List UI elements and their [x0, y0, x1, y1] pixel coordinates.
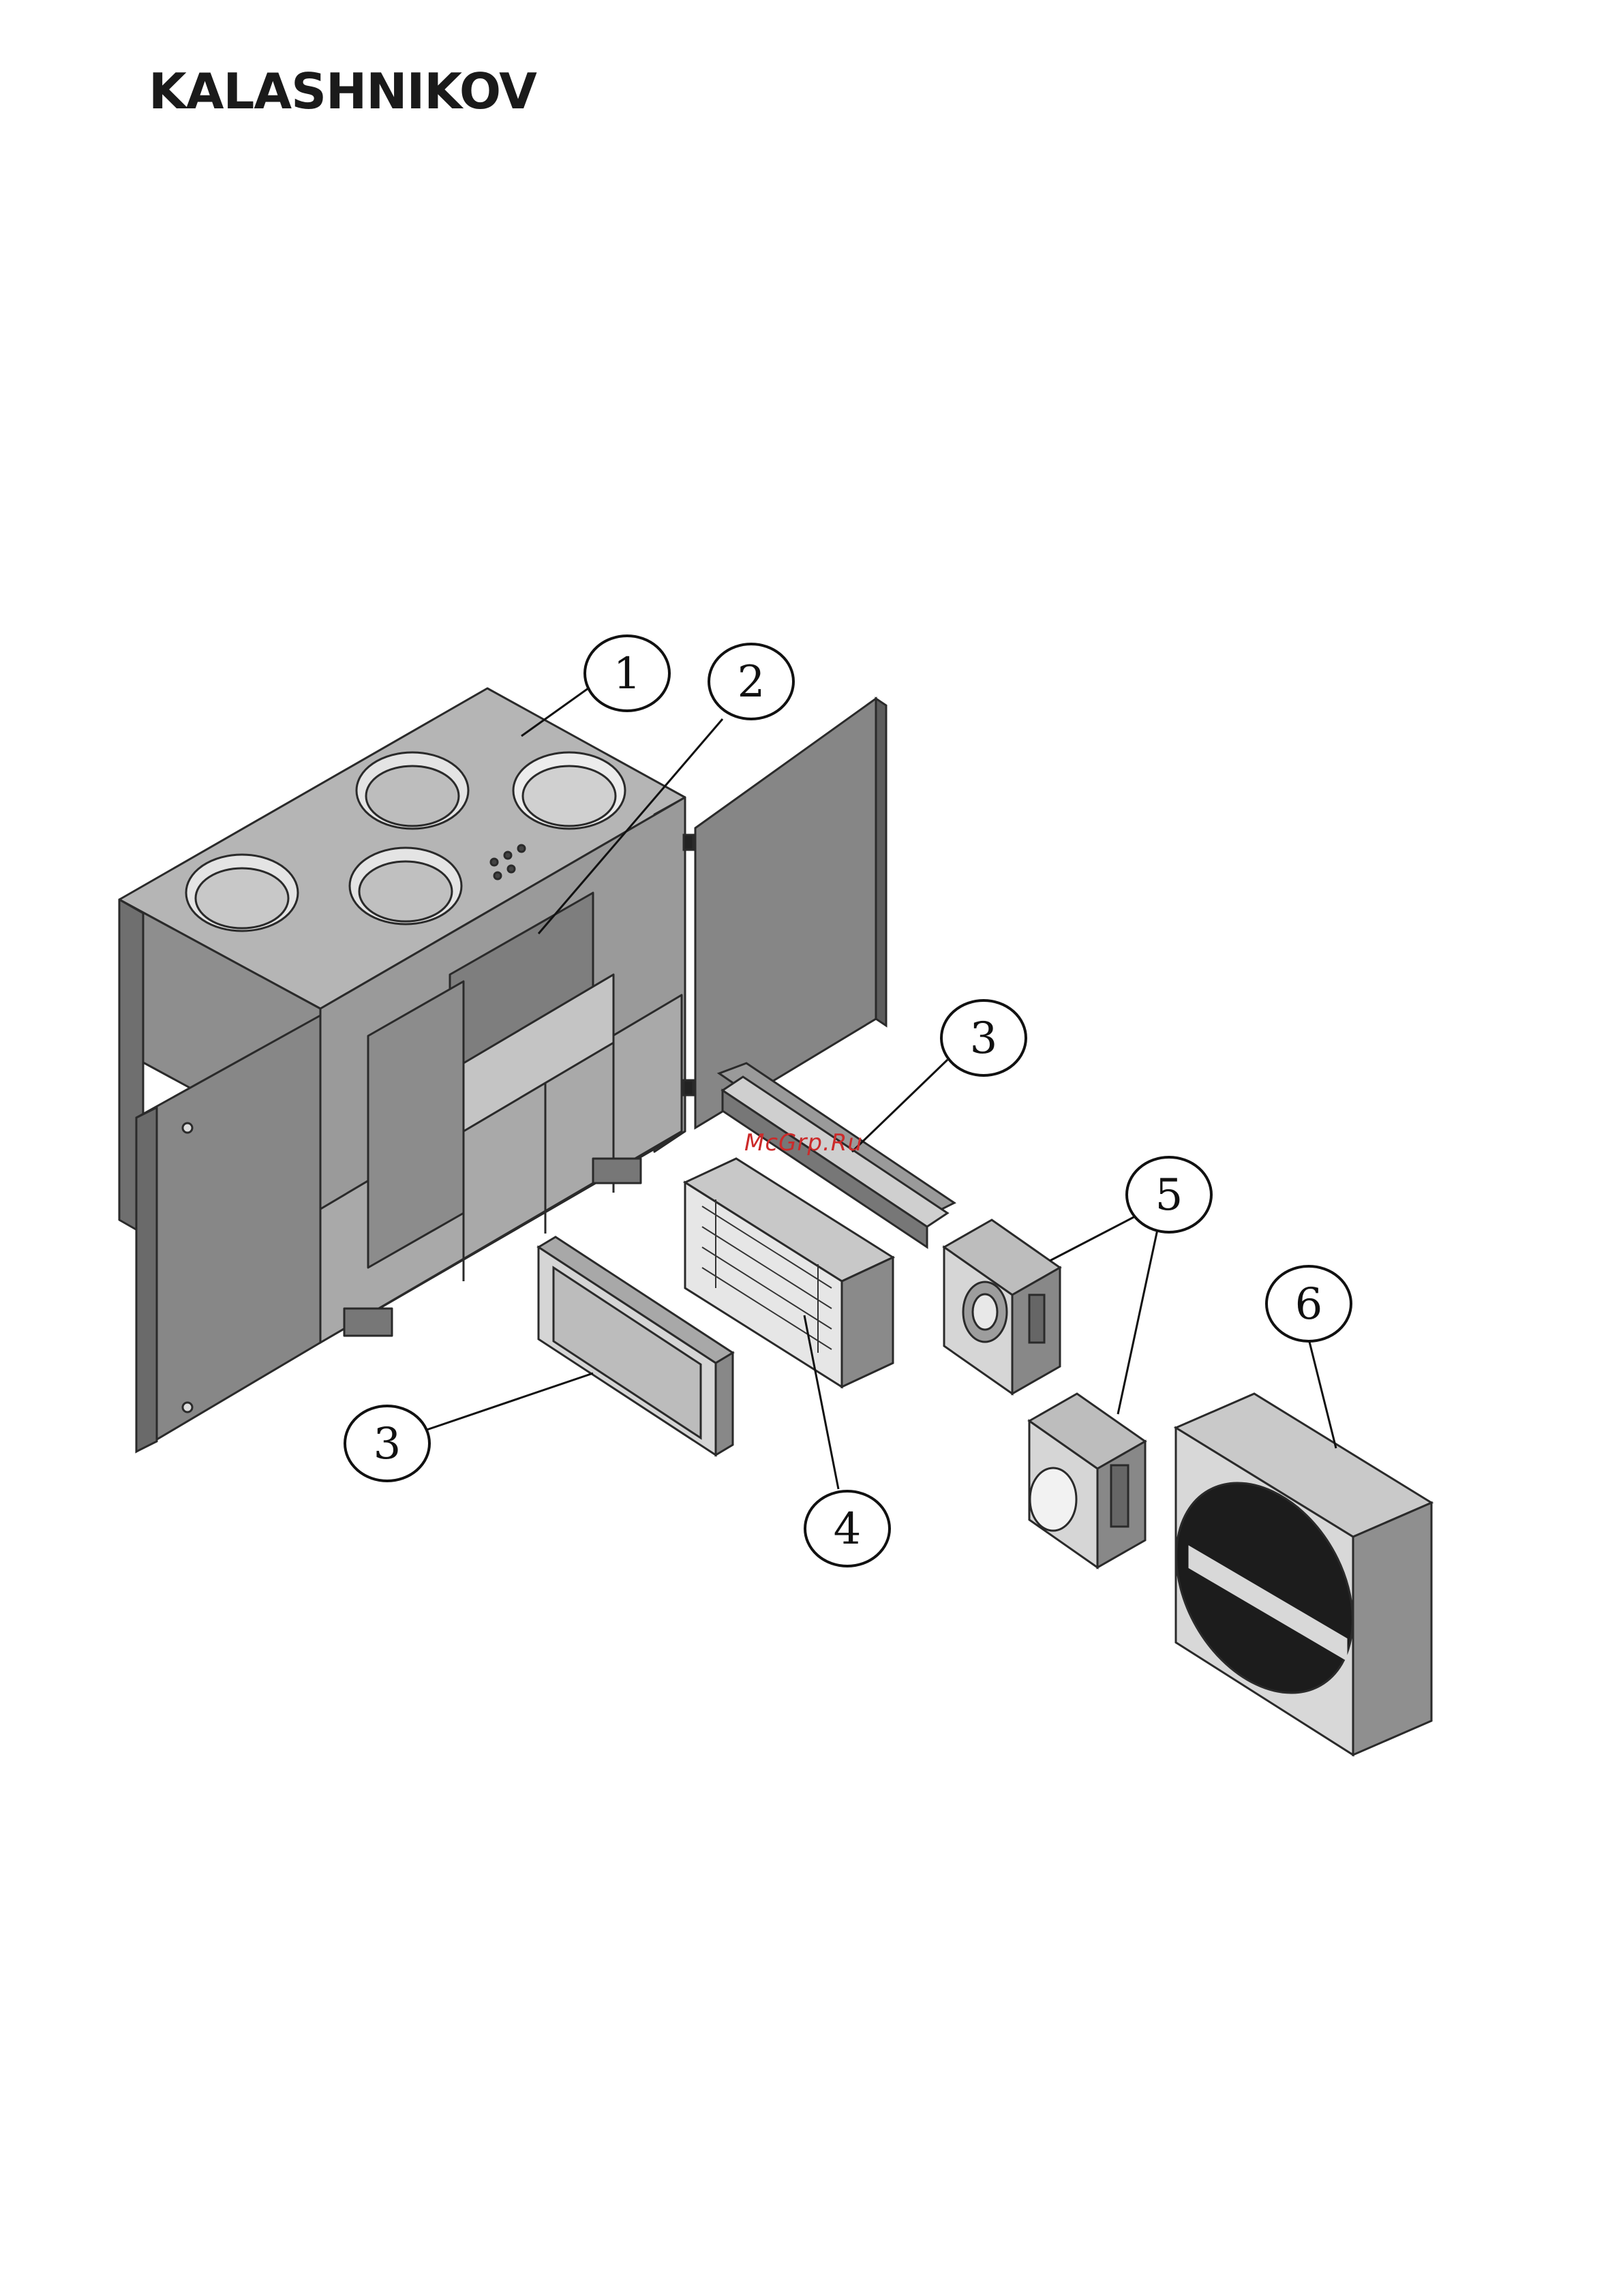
callout-bubble-3-lower: 3: [345, 1406, 429, 1481]
callout-bubble-1: 1: [585, 636, 669, 711]
housing-left-door: [136, 1015, 320, 1452]
callout-bubble-3-upper: 3: [941, 1000, 1026, 1075]
callout-bubble-4: 4: [805, 1491, 890, 1566]
callout-label-3-upper: 3: [970, 1013, 998, 1064]
watermark-text: McGrp.Ru: [744, 1129, 863, 1157]
callout-label-5: 5: [1155, 1170, 1183, 1221]
fan-upper: [944, 1220, 1060, 1394]
fan-lower: [1029, 1394, 1145, 1567]
callout-label-1: 1: [613, 649, 641, 699]
callout-bubble-6: 6: [1266, 1266, 1351, 1341]
callout-bubble-2: 2: [709, 644, 793, 719]
rotary-heat-exchanger: [1140, 1394, 1431, 1755]
callout-label-6: 6: [1295, 1279, 1323, 1330]
callout-bubble-5: 5: [1127, 1157, 1211, 1232]
callout-label-4: 4: [834, 1504, 862, 1555]
housing-right-door: [684, 699, 886, 1128]
callout-label-2: 2: [738, 657, 765, 707]
callout-label-3-lower: 3: [374, 1419, 401, 1469]
